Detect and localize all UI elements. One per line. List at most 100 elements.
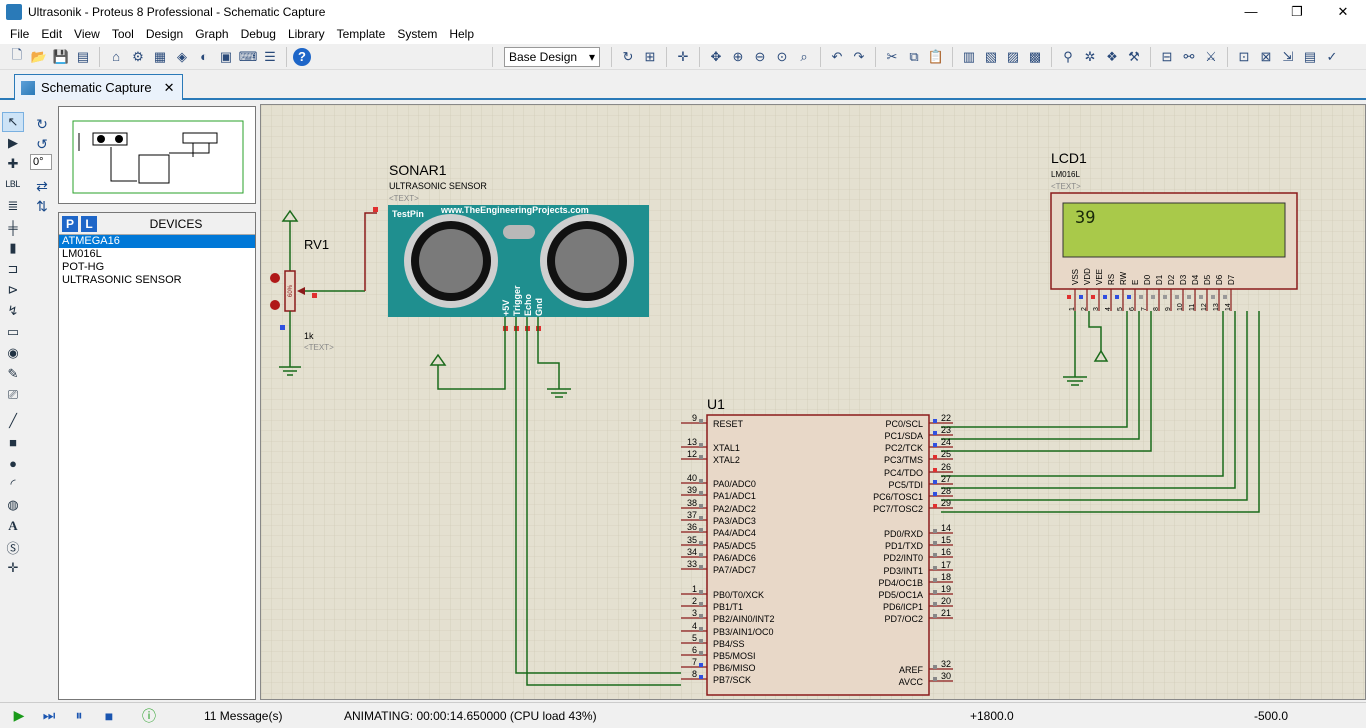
menu-template[interactable]: Template [336,27,386,41]
pause-icon[interactable]: ⏸ [75,707,83,723]
maximize-button[interactable]: ❐ [1291,4,1303,19]
schematic-editor[interactable]: 60% RV1 1k <TEXT> SONAR1 [260,104,1366,702]
microcontroller-u1[interactable]: U1 9RESET13XTAL112XTAL240PA0/ADC039PA1/A… [681,396,953,696]
block-rotate-icon[interactable]: ▨ [1006,48,1020,64]
paste-icon[interactable]: 📋 [927,48,945,64]
pot-terminal-up-icon[interactable] [270,273,280,283]
graph-icon[interactable]: ↯ [7,303,19,318]
block-move-icon[interactable]: ▧ [984,48,998,64]
menu-design[interactable]: Design [145,27,184,41]
device-item-ultrasonic-sensor[interactable]: ULTRASONIC SENSOR [62,274,182,286]
terminals-icon[interactable]: ⊐ [7,261,19,276]
save-icon[interactable]: 💾 [52,48,70,64]
refresh-icon[interactable]: ↻ [622,48,634,64]
voltage-probe-icon[interactable]: ✎ [7,366,19,381]
3d-view-icon[interactable]: ◐ [200,49,208,64]
menu-help[interactable]: Help [449,27,475,41]
text-script-icon[interactable]: ≣ [7,198,19,213]
make-device-icon[interactable]: ✲ [1084,48,1096,64]
pot-terminal-down-icon[interactable] [270,300,280,310]
decompose-icon[interactable]: ⚒ [1128,48,1140,64]
stop-icon[interactable]: ■ [104,707,114,724]
arc-icon[interactable]: ◜ [10,476,16,491]
zoom-all-icon[interactable]: ⊙ [776,48,788,64]
messages-count[interactable]: 11 Message(s) [204,708,283,723]
library-manager-button[interactable]: L [81,215,97,232]
zoom-in-icon[interactable]: ⊕ [732,48,744,64]
generator-icon[interactable]: ◉ [7,345,19,360]
mirror-vertical-icon[interactable]: ⇅ [36,197,48,214]
property-tool-icon[interactable]: ⚔ [1205,48,1217,64]
block-copy-icon[interactable]: ▥ [962,48,976,64]
menu-tool[interactable]: Tool [111,27,134,41]
home-icon[interactable]: ⌂ [112,49,120,64]
schematic-canvas[interactable]: 60% RV1 1k <TEXT> SONAR1 [261,105,1365,699]
circle-icon[interactable]: ● [9,455,17,471]
source-code-icon[interactable]: ⌨ [238,48,258,64]
component-mode-icon[interactable]: ▶ [8,135,18,150]
device-pins-icon[interactable]: ⊳ [7,282,19,297]
close-button[interactable]: ✕ [1337,4,1349,19]
lcd-lcd1[interactable]: LCD1 LM016L <TEXT> 39 VSS1VDD2VEE3RS4RW5… [941,150,1298,513]
electrical-check-icon[interactable]: ✓ [1326,48,1338,64]
bom-icon[interactable]: ▣ [219,48,233,64]
origin-icon[interactable]: ✛ [677,48,689,64]
pan-icon[interactable]: ✥ [710,48,722,64]
device-item-pot-hg[interactable]: POT-HG [62,261,105,273]
copy-icon[interactable]: ⧉ [909,48,919,64]
menu-debug[interactable]: Debug [240,27,276,41]
undo-icon[interactable]: ↶ [831,48,843,64]
rotate-clockwise-icon[interactable]: ↻ [36,115,48,132]
marker-icon[interactable]: ✛ [7,560,19,575]
overview-window[interactable] [58,106,256,204]
potentiometer-rv1[interactable]: 60% RV1 1k <TEXT> [270,209,377,376]
tape-recorder-icon[interactable]: ▭ [6,324,20,339]
design-variant-select[interactable]: Base Design ▾ [504,46,600,67]
ultrasonic-sensor-sonar1[interactable]: SONAR1 ULTRASONIC SENSOR <TEXT> TestPin … [373,162,681,686]
selection-mode-icon[interactable]: ↖ [2,112,24,132]
grid-icon[interactable]: ⊞ [644,48,656,64]
goto-sheet-icon[interactable]: ⇲ [1282,48,1294,64]
new-file-icon[interactable]: 🗋 [11,46,23,62]
symbol-icon[interactable]: Ⓢ [6,540,20,556]
schematic-icon[interactable]: ⚙ [132,48,144,64]
menu-file[interactable]: File [10,27,30,41]
pick-devices-button[interactable]: P [62,215,78,232]
virtual-instruments-icon[interactable]: ⎚ [7,387,19,402]
remove-sheet-icon[interactable]: ⊠ [1260,48,1272,64]
wire-label-icon[interactable]: ᴸᴮᴸ [5,177,21,193]
schematic-sheet[interactable]: 60% RV1 1k <TEXT> SONAR1 [260,104,1366,700]
info-icon[interactable]: ⓘ [142,707,156,724]
pick-device-icon[interactable]: ⚲ [1063,48,1073,64]
block-delete-icon[interactable]: ▩ [1028,48,1042,64]
close-tab-icon[interactable]: ✕ [163,79,175,95]
menu-view[interactable]: View [74,27,100,41]
redo-icon[interactable]: ↷ [853,48,865,64]
mirror-horizontal-icon[interactable]: ⇄ [36,177,48,194]
rotation-angle-input[interactable] [30,154,52,170]
tab-schematic-capture[interactable]: Schematic Capture ✕ [14,74,184,100]
rotate-anticlockwise-icon[interactable]: ↺ [36,135,48,152]
new-sheet-icon[interactable]: ⊡ [1238,48,1250,64]
device-item-atmega16[interactable]: ATMEGA16 [59,235,255,248]
menu-library[interactable]: Library [287,27,325,41]
path-icon[interactable]: ◍ [7,497,19,512]
search-tag-icon[interactable]: ⚯ [1183,48,1195,64]
buses-icon[interactable]: ╪ [8,219,18,235]
subcircuit-icon[interactable]: ▮ [9,240,17,255]
zoom-area-icon[interactable]: ⌕ [800,48,808,64]
pcb-icon[interactable]: ▦ [153,48,167,64]
line-icon[interactable]: ╱ [9,413,17,428]
import-icon[interactable]: ▤ [76,48,90,64]
menu-system[interactable]: System [397,27,438,41]
help-icon[interactable]: ? [293,47,311,66]
bill-of-materials-icon[interactable]: ▤ [1303,48,1317,64]
menu-edit[interactable]: Edit [41,27,63,41]
cut-icon[interactable]: ✂ [886,48,898,64]
play-icon[interactable]: ▶ [13,707,25,723]
box-icon[interactable]: ■ [9,434,17,450]
step-icon[interactable]: ⏭ [42,707,56,723]
package-icon[interactable]: ❖ [1106,48,1118,64]
zoom-out-icon[interactable]: ⊖ [754,48,766,64]
open-folder-icon[interactable]: 📂 [30,48,48,64]
